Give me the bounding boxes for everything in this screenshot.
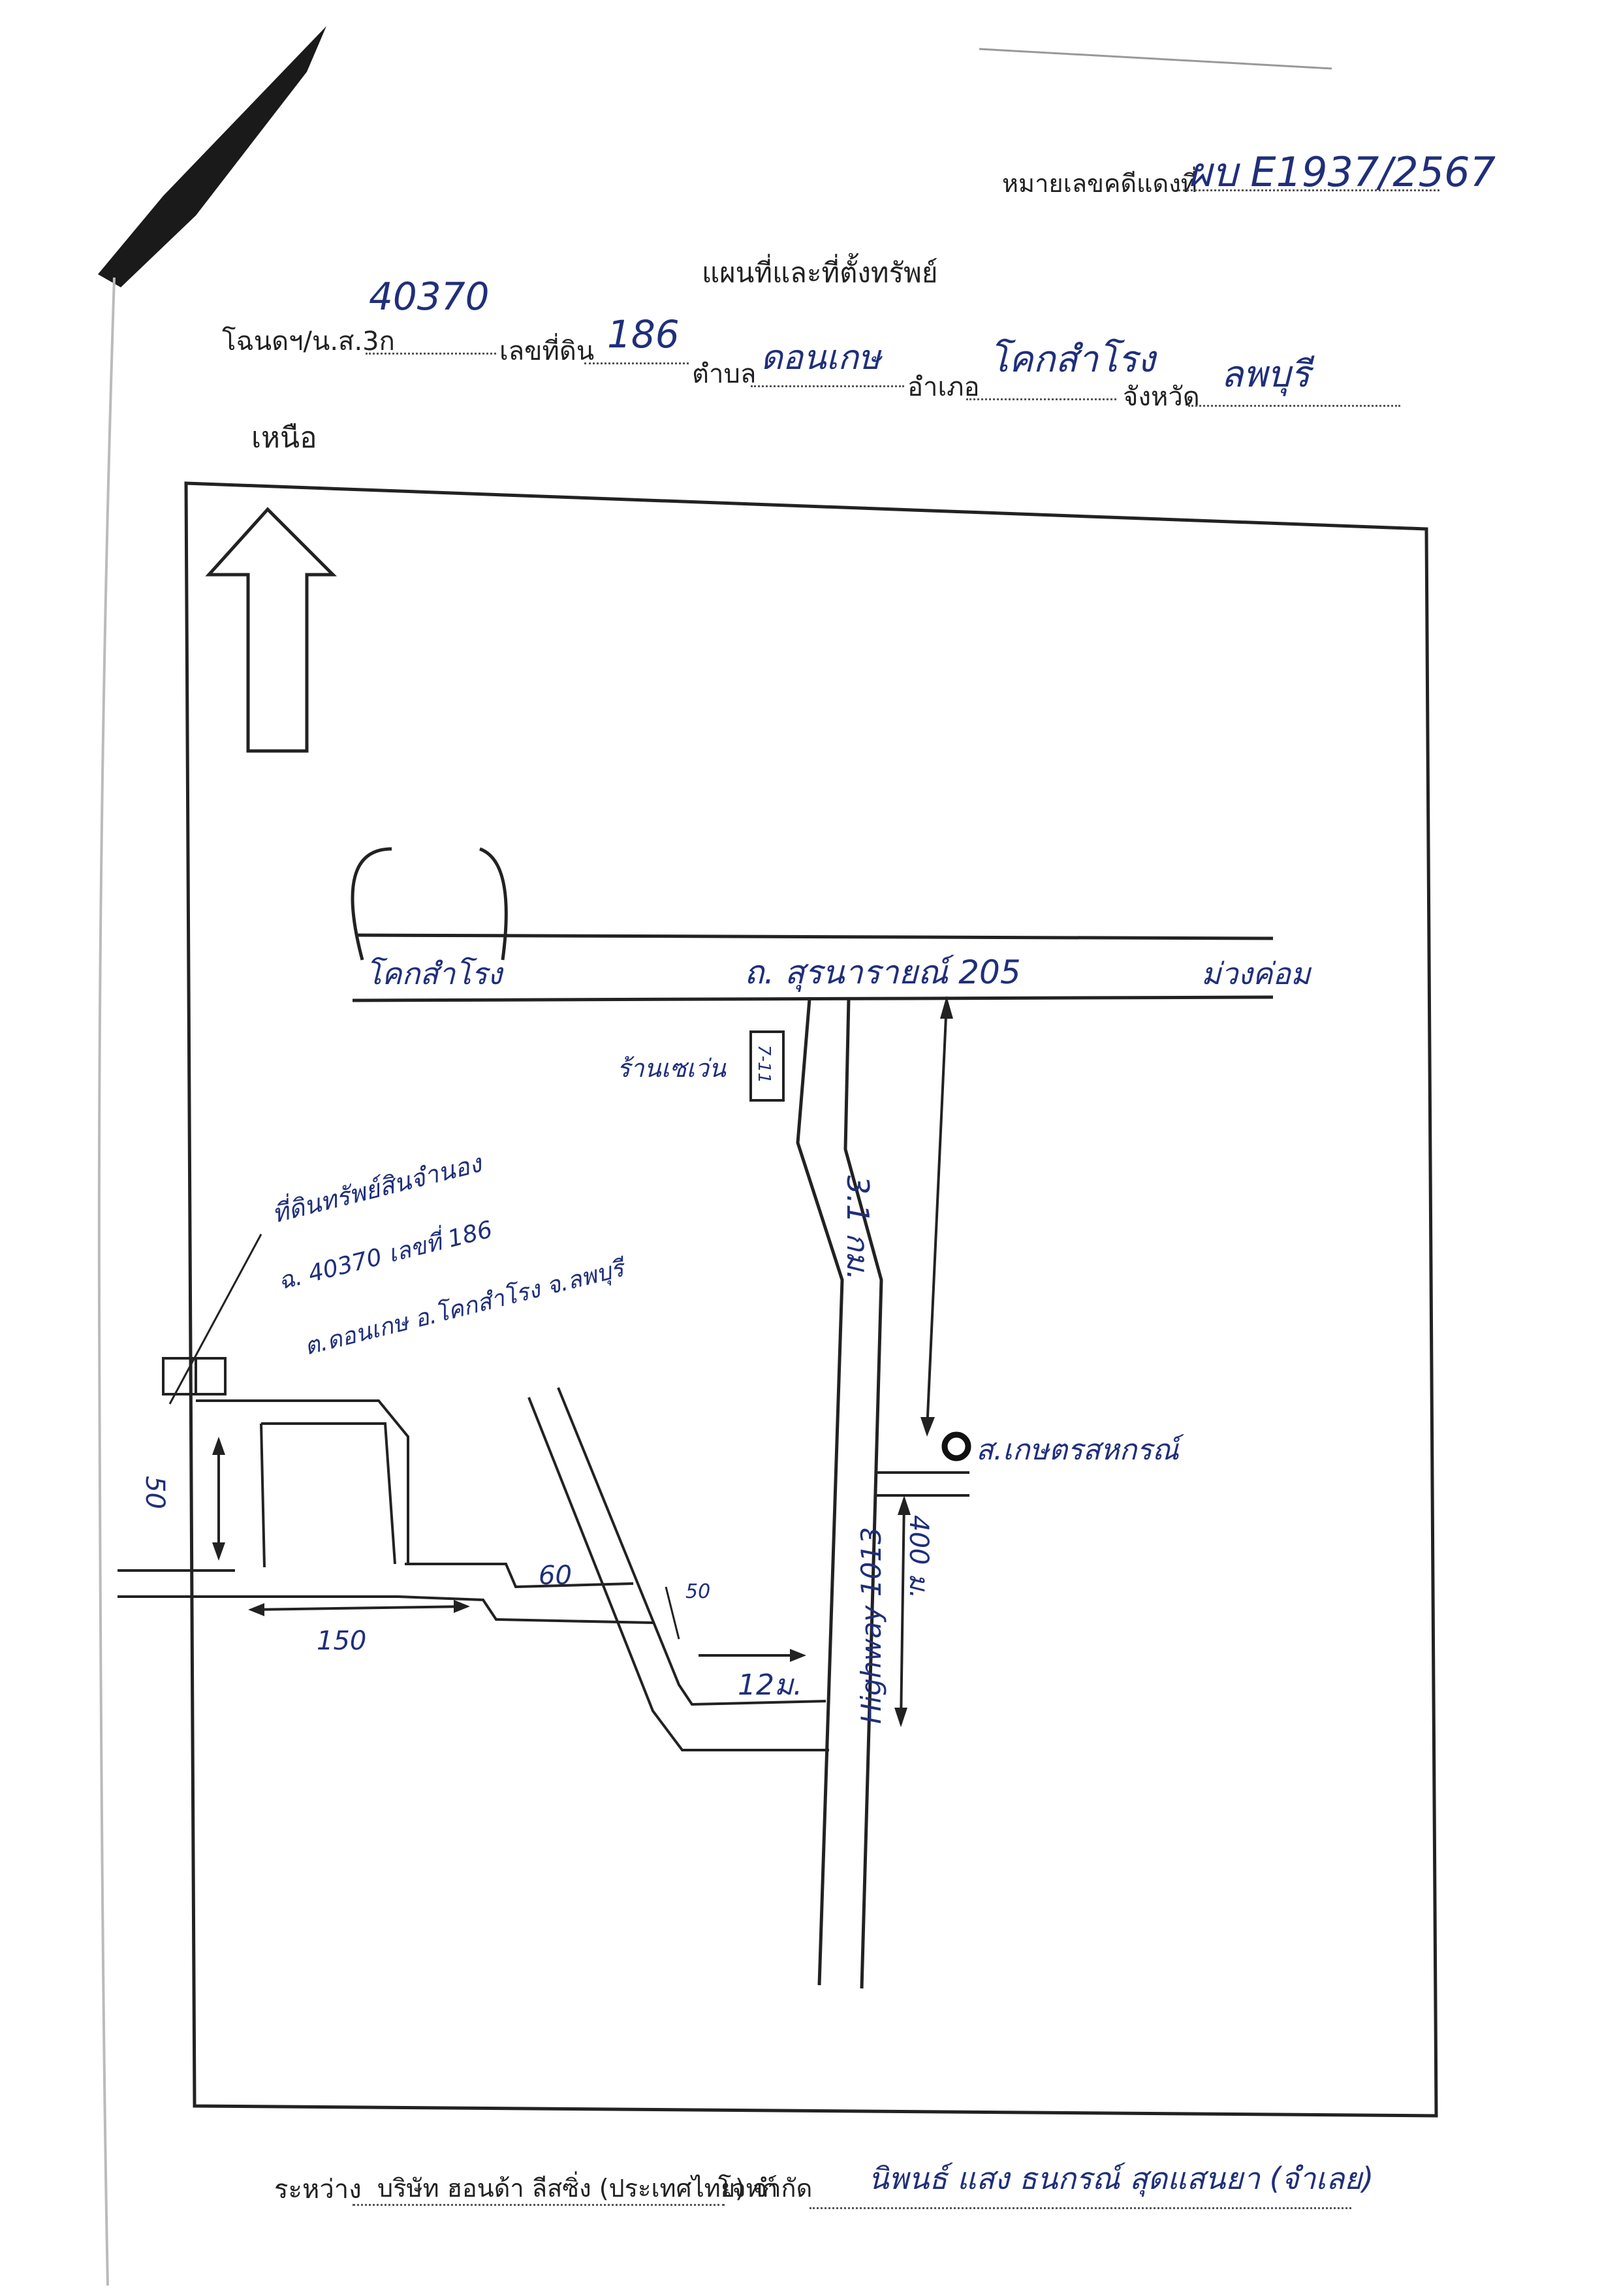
distance-highway-label: 400 ม. [904,1515,934,1599]
dimension-12m: 12ม. [738,1668,802,1702]
between-label: ระหว่าง [274,2175,362,2205]
district-label: อำเภอ [907,372,980,402]
highway-right-edge [843,998,883,1989]
plaintiff-role: โจทก์ [718,2174,778,2203]
top-road-lower-line [352,995,1274,1002]
distance-vertical-label: 3.1 กม. [840,1175,875,1281]
district-value: โคกสำโรง [989,338,1155,381]
map-frame [184,481,1438,2118]
landmark-label: ส.เกษตรสหกรณ์ [976,1433,1179,1467]
case-number-value: ผบ E1937/2567 [1188,148,1496,196]
subdistrict-value: ดอนเกษ [761,338,881,377]
deed-value: 40370 [369,274,490,319]
seven-eleven-box [749,1030,785,1102]
deed-label: โฉนดฯ/น.ส.3ก [222,327,395,357]
land-number-label: เลขที่ดิน [499,336,595,366]
landmark-marker-icon [941,1431,971,1461]
subdistrict-label: ตำบล [692,359,757,389]
land-number-value: 186 [607,312,680,357]
top-road-right-label: ม่วงค่อม [1201,956,1311,991]
subdistrict-line [751,385,904,387]
top-road-left-label: โคกสำโรง [366,956,503,991]
property-marker-box [162,1357,227,1395]
case-number-label: หมายเลขคดีแดงที่ [1002,169,1197,198]
province-label: จังหวัด [1123,382,1200,412]
shop-label: ร้านเซเว่น [617,1054,726,1083]
top-road-name-label: ถ. สุรนารายณ์ 205 [744,953,1021,991]
dimension-60: 60 [539,1561,572,1591]
dimension-50-mid: 50 [685,1580,711,1603]
north-arrow-icon [205,507,338,753]
plaintiff-name: บริษัท ฮอนด้า ลีสซิ่ง (ประเทศไทย) จำกัด [377,2174,813,2203]
dimension-50-left: 50 [140,1476,170,1509]
land-number-line [584,362,689,364]
highway-left-edge [796,998,844,1986]
province-line [1188,405,1400,407]
defendant-name: นิพนธ์ แสง ธนกรณ์ สุดแสนยา (จำเลย) [868,2161,1374,2196]
deed-line [366,353,496,355]
dimension-150: 150 [317,1626,367,1656]
district-line [966,398,1116,400]
province-value: ลพบุรี [1221,353,1310,396]
document-title: แผนที่และที่ตั้งทรัพย์ [702,257,938,289]
shop-sign: 7-11 [754,1045,774,1084]
highway-label: Highway 1013 [855,1527,887,1724]
plaintiff-line [353,2204,725,2206]
north-label: เหนือ [251,421,317,454]
top-road-upper-line [355,933,1274,940]
defendant-line [810,2207,1351,2209]
scan-shadow [98,26,326,287]
case-number-line [1178,189,1439,191]
